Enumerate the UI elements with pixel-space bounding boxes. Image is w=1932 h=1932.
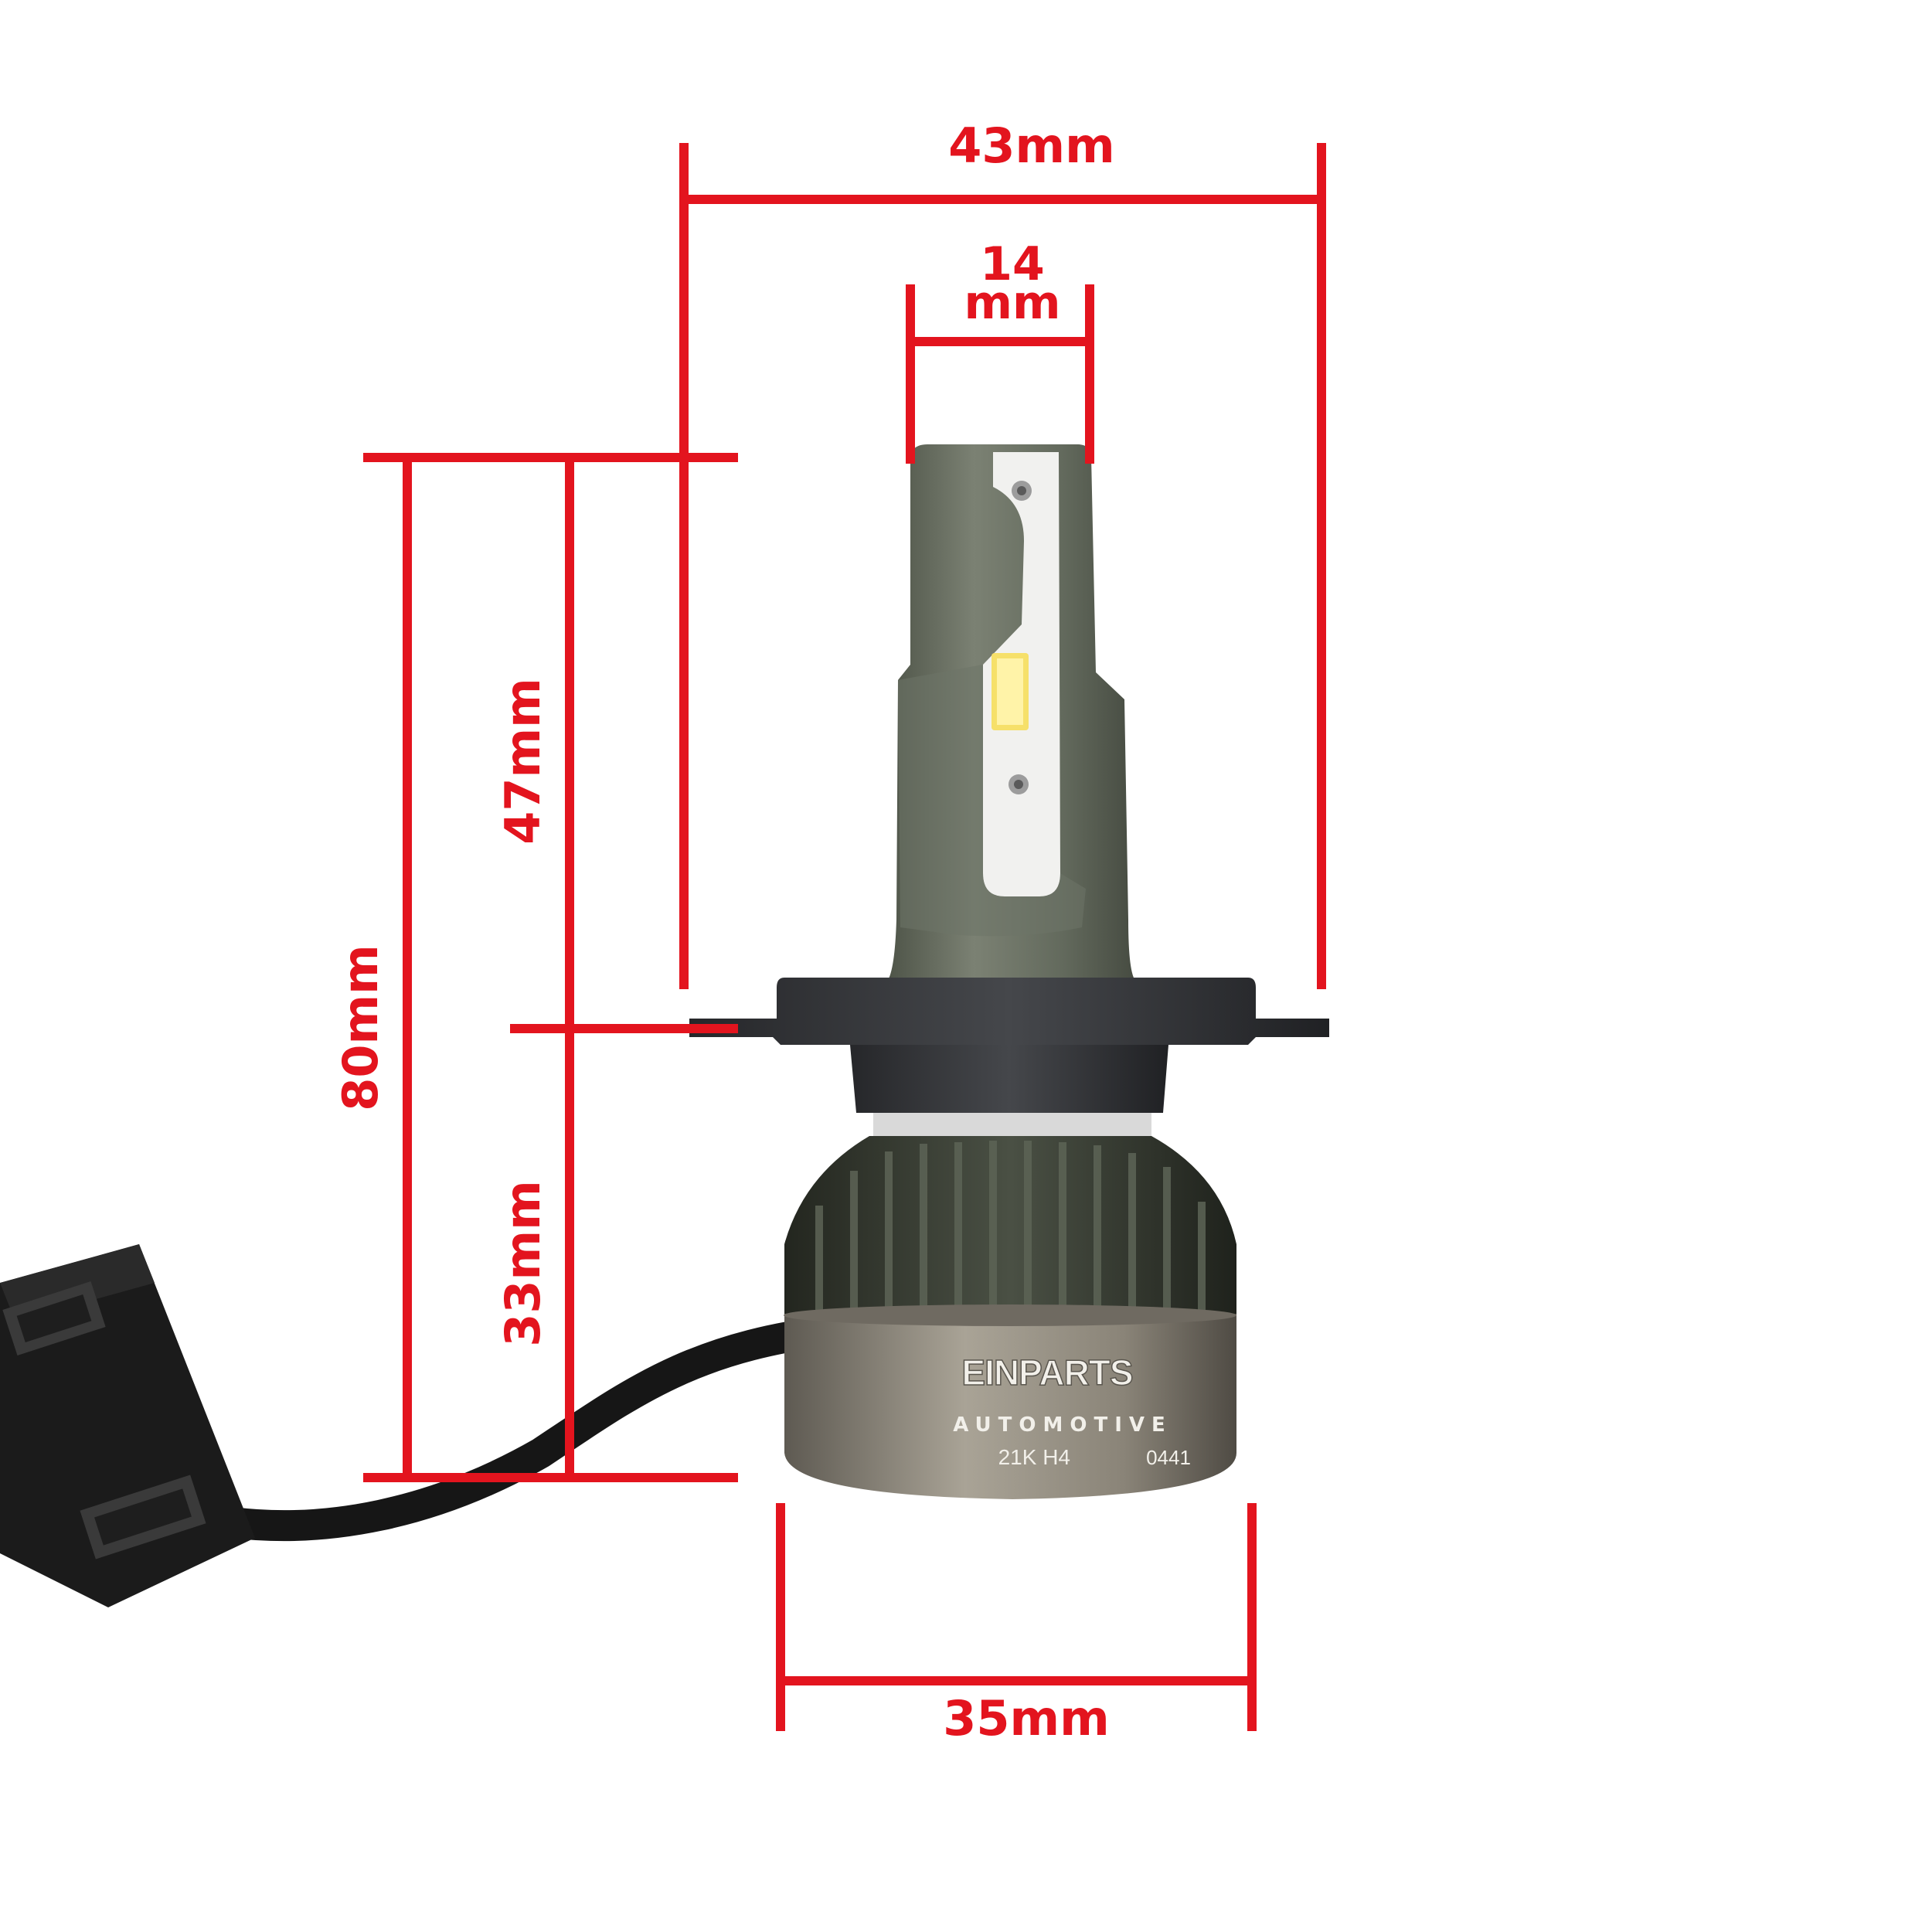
label-base-diameter: 35mm (943, 1690, 1110, 1747)
dimension-labels: 43mm 14 mm 80mm 47mm 33mm 35mm (332, 117, 1115, 1747)
driver-housing: EINPARTS AUTOMOTIVE 21K H4 0441 (784, 1304, 1236, 1499)
housing-model: 21K H4 (998, 1445, 1070, 1469)
dimension-lines (363, 143, 1326, 1731)
label-lower-height: 33mm (495, 1180, 551, 1347)
housing-code: 0441 (1146, 1446, 1191, 1469)
dimension-total-height (363, 453, 738, 1482)
label-overall-width: 43mm (948, 117, 1115, 174)
label-upper-height: 47mm (495, 678, 551, 845)
h4-connector (0, 1244, 255, 1607)
label-led-width-number: 14 (980, 237, 1045, 291)
dimension-base-diameter (776, 1503, 1257, 1731)
dimension-led-width (906, 284, 1094, 464)
led-emitter-column (887, 444, 1136, 981)
heatsink-fins (784, 1136, 1236, 1321)
h4-socket-flange (689, 978, 1329, 1136)
dimension-overall-width (679, 143, 1326, 989)
housing-brand: EINPARTS (961, 1352, 1132, 1393)
power-cable (216, 1314, 858, 1542)
dimension-split-height (510, 457, 738, 1478)
housing-subbrand: AUTOMOTIVE (953, 1413, 1172, 1437)
led-bulb-illustration: EINPARTS AUTOMOTIVE 21K H4 0441 (0, 444, 1329, 1607)
label-led-width-unit: mm (964, 276, 1060, 330)
label-total-height: 80mm (332, 944, 389, 1111)
